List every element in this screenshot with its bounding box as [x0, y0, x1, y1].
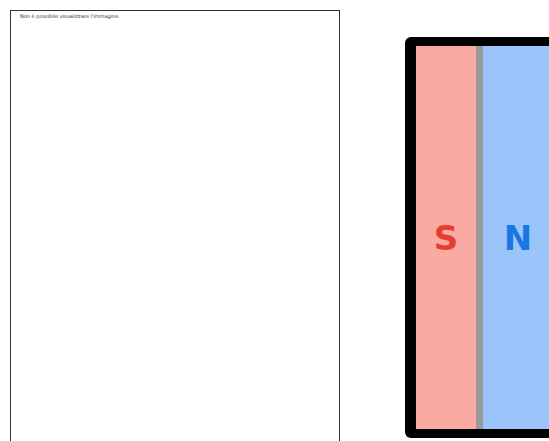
pole-letter: N [504, 221, 532, 255]
north-pole-band: N [483, 46, 549, 429]
placeholder-message: Non è possibile visualizzare l'immagine. [20, 13, 120, 19]
magnet-housing [405, 37, 549, 438]
south-pole-band: S [416, 46, 476, 429]
pole-letter: S [434, 221, 459, 255]
image-placeholder: Non è possibile visualizzare l'immagine. [10, 10, 340, 441]
pole-divider [476, 46, 483, 429]
